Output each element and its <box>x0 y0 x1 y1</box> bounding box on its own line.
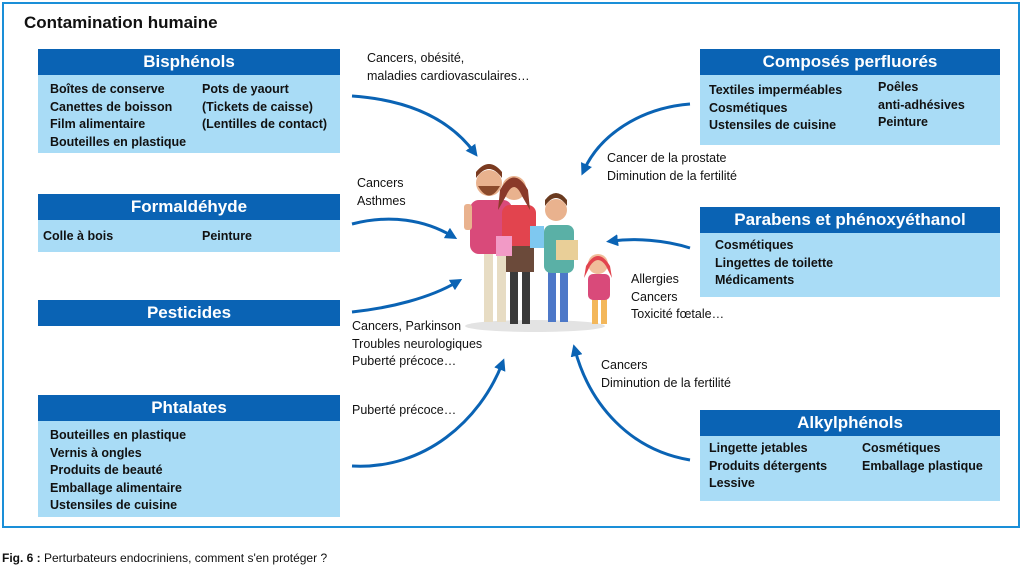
effect-line: maladies cardiovasculaires… <box>367 68 530 83</box>
effects-formaldehyde: Cancers Asthmes <box>357 175 406 210</box>
effect-line: Puberté précoce… <box>352 403 457 417</box>
effect-line: Cancers <box>357 176 404 190</box>
list-item: Emballage plastique <box>862 458 983 473</box>
diagram-frame <box>2 2 1020 528</box>
effect-line: Cancer de la prostate <box>607 151 727 165</box>
list-item: Cosmétiques <box>709 100 788 115</box>
effect-line: Cancers, Parkinson <box>352 319 462 333</box>
box-phtalates: Phtalates Bouteilles en plastique Vernis… <box>38 395 340 517</box>
effects-perfluores: Cancer de la prostate Diminution de la f… <box>607 150 737 185</box>
box-parabens-title: Parabens et phénoxyéthanol <box>700 207 1000 233</box>
box-alkylphenols-col2: Cosmétiques Emballage plastique <box>862 440 983 475</box>
box-parabens: Parabens et phénoxyéthanol Cosmétiques L… <box>700 207 1000 297</box>
arrow-bisphenols <box>351 94 478 157</box>
box-formaldehyde-col2: Peinture <box>202 228 252 246</box>
list-item: Film alimentaire <box>50 117 146 131</box>
box-pesticides-title: Pesticides <box>38 300 340 326</box>
list-item: Poêles <box>878 80 919 94</box>
arrow-alkylphenols <box>570 344 691 462</box>
effects-phtalates: Puberté précoce… <box>352 402 456 420</box>
box-bisphenols-col2: Pots de yaourt (Tickets de caisse) (Lent… <box>202 81 327 134</box>
effect-line: Toxicité fœtale… <box>631 307 725 321</box>
list-item: Cosmétiques <box>715 238 794 252</box>
mother-figure <box>496 176 544 324</box>
effect-line: Cancers <box>601 358 648 372</box>
effects-alkylphenols: Cancers Diminution de la fertilité <box>601 357 731 392</box>
box-phtalates-title: Phtalates <box>38 395 340 421</box>
effects-parabens: Allergies Cancers Toxicité fœtale… <box>631 271 724 324</box>
arrow-phtalates <box>351 358 506 468</box>
box-alkylphenols: Alkylphénols Lingette jetables Produits … <box>700 410 1000 501</box>
effects-pesticides: Cancers, Parkinson Troubles neurologique… <box>352 318 482 371</box>
effect-line: Diminution de la fertilité <box>601 375 731 390</box>
box-perfluores-col2: Poêles anti-adhésives Peinture <box>878 79 965 132</box>
box-formaldehyde-col1: Colle à bois <box>43 228 113 246</box>
effect-line: Allergies <box>631 272 679 286</box>
son-figure <box>544 193 578 322</box>
list-item: Lingettes de toilette <box>715 255 834 270</box>
box-pesticides: Pesticides <box>38 300 340 326</box>
box-alkylphenols-col1: Lingette jetables Produits détergents Le… <box>709 440 827 493</box>
list-item: Ustensiles de cuisine <box>50 498 178 512</box>
diagram-title: Contamination humaine <box>24 13 218 32</box>
arrow-formaldehyde <box>351 217 458 240</box>
list-item: Boîtes de conserve <box>50 82 165 96</box>
box-perfluores-col1: Textiles imperméables Cosmétiques Ustens… <box>709 82 842 135</box>
list-item: anti-adhésives <box>878 97 965 112</box>
effect-line: Cancers <box>631 289 678 304</box>
figure-caption-label: Fig. 6 : <box>2 551 41 565</box>
list-item: Cosmétiques <box>862 441 941 455</box>
list-item: Lessive <box>709 476 755 490</box>
arrow-perfluores <box>581 102 691 176</box>
box-bisphenols-col1: Boîtes de conserve Canettes de boisson F… <box>50 81 186 151</box>
list-item: Textiles imperméables <box>709 83 843 97</box>
list-item: Peinture <box>878 115 929 129</box>
list-item: Bouteilles en plastique <box>50 428 187 442</box>
arrow-parabens <box>606 234 691 250</box>
effect-line: Diminution de la fertilité <box>607 168 737 183</box>
box-bisphenols: Bisphénols Boîtes de conserve Canettes d… <box>38 49 340 153</box>
list-item: Médicaments <box>715 273 795 287</box>
effects-bisphenols: Cancers, obésité, maladies cardiovascula… <box>367 50 530 85</box>
box-bisphenols-title: Bisphénols <box>38 49 340 75</box>
box-phtalates-col1: Bouteilles en plastique Vernis à ongles … <box>50 427 186 515</box>
list-item: Peinture <box>202 229 253 243</box>
list-item: (Lentilles de contact) <box>202 117 328 131</box>
arrow-pesticides <box>351 278 463 314</box>
list-item: Vernis à ongles <box>50 445 142 460</box>
box-perfluores: Composés perfluorés Textiles imperméable… <box>700 49 1000 145</box>
box-perfluores-title: Composés perfluorés <box>700 49 1000 75</box>
figure-caption-text: Perturbateurs endocriniens, comment s'en… <box>40 551 328 565</box>
effect-line: Asthmes <box>357 193 406 208</box>
family-illustration <box>464 164 612 332</box>
effect-line: Troubles neurologiques <box>352 336 483 351</box>
figure-caption: Fig. 6 : Perturbateurs endocriniens, com… <box>2 551 327 565</box>
effect-line: Cancers, obésité, <box>367 51 465 65</box>
box-alkylphenols-title: Alkylphénols <box>700 410 1000 436</box>
list-item: Canettes de boisson <box>50 99 173 114</box>
box-formaldehyde: Formaldéhyde Colle à bois Peinture <box>38 194 340 252</box>
box-formaldehyde-title: Formaldéhyde <box>38 194 340 220</box>
list-item: Pots de yaourt <box>202 82 289 96</box>
effect-line: Puberté précoce… <box>352 354 457 368</box>
list-item: Ustensiles de cuisine <box>709 118 837 132</box>
girl-figure <box>584 254 612 324</box>
list-item: Bouteilles en plastique <box>50 134 187 149</box>
box-parabens-col1: Cosmétiques Lingettes de toilette Médica… <box>715 237 833 290</box>
list-item: (Tickets de caisse) <box>202 99 313 114</box>
list-item: Produits détergents <box>709 458 828 473</box>
list-item: Produits de beauté <box>50 463 163 477</box>
list-item: Emballage alimentaire <box>50 480 183 495</box>
list-item: Colle à bois <box>43 229 114 243</box>
list-item: Lingette jetables <box>709 441 808 455</box>
